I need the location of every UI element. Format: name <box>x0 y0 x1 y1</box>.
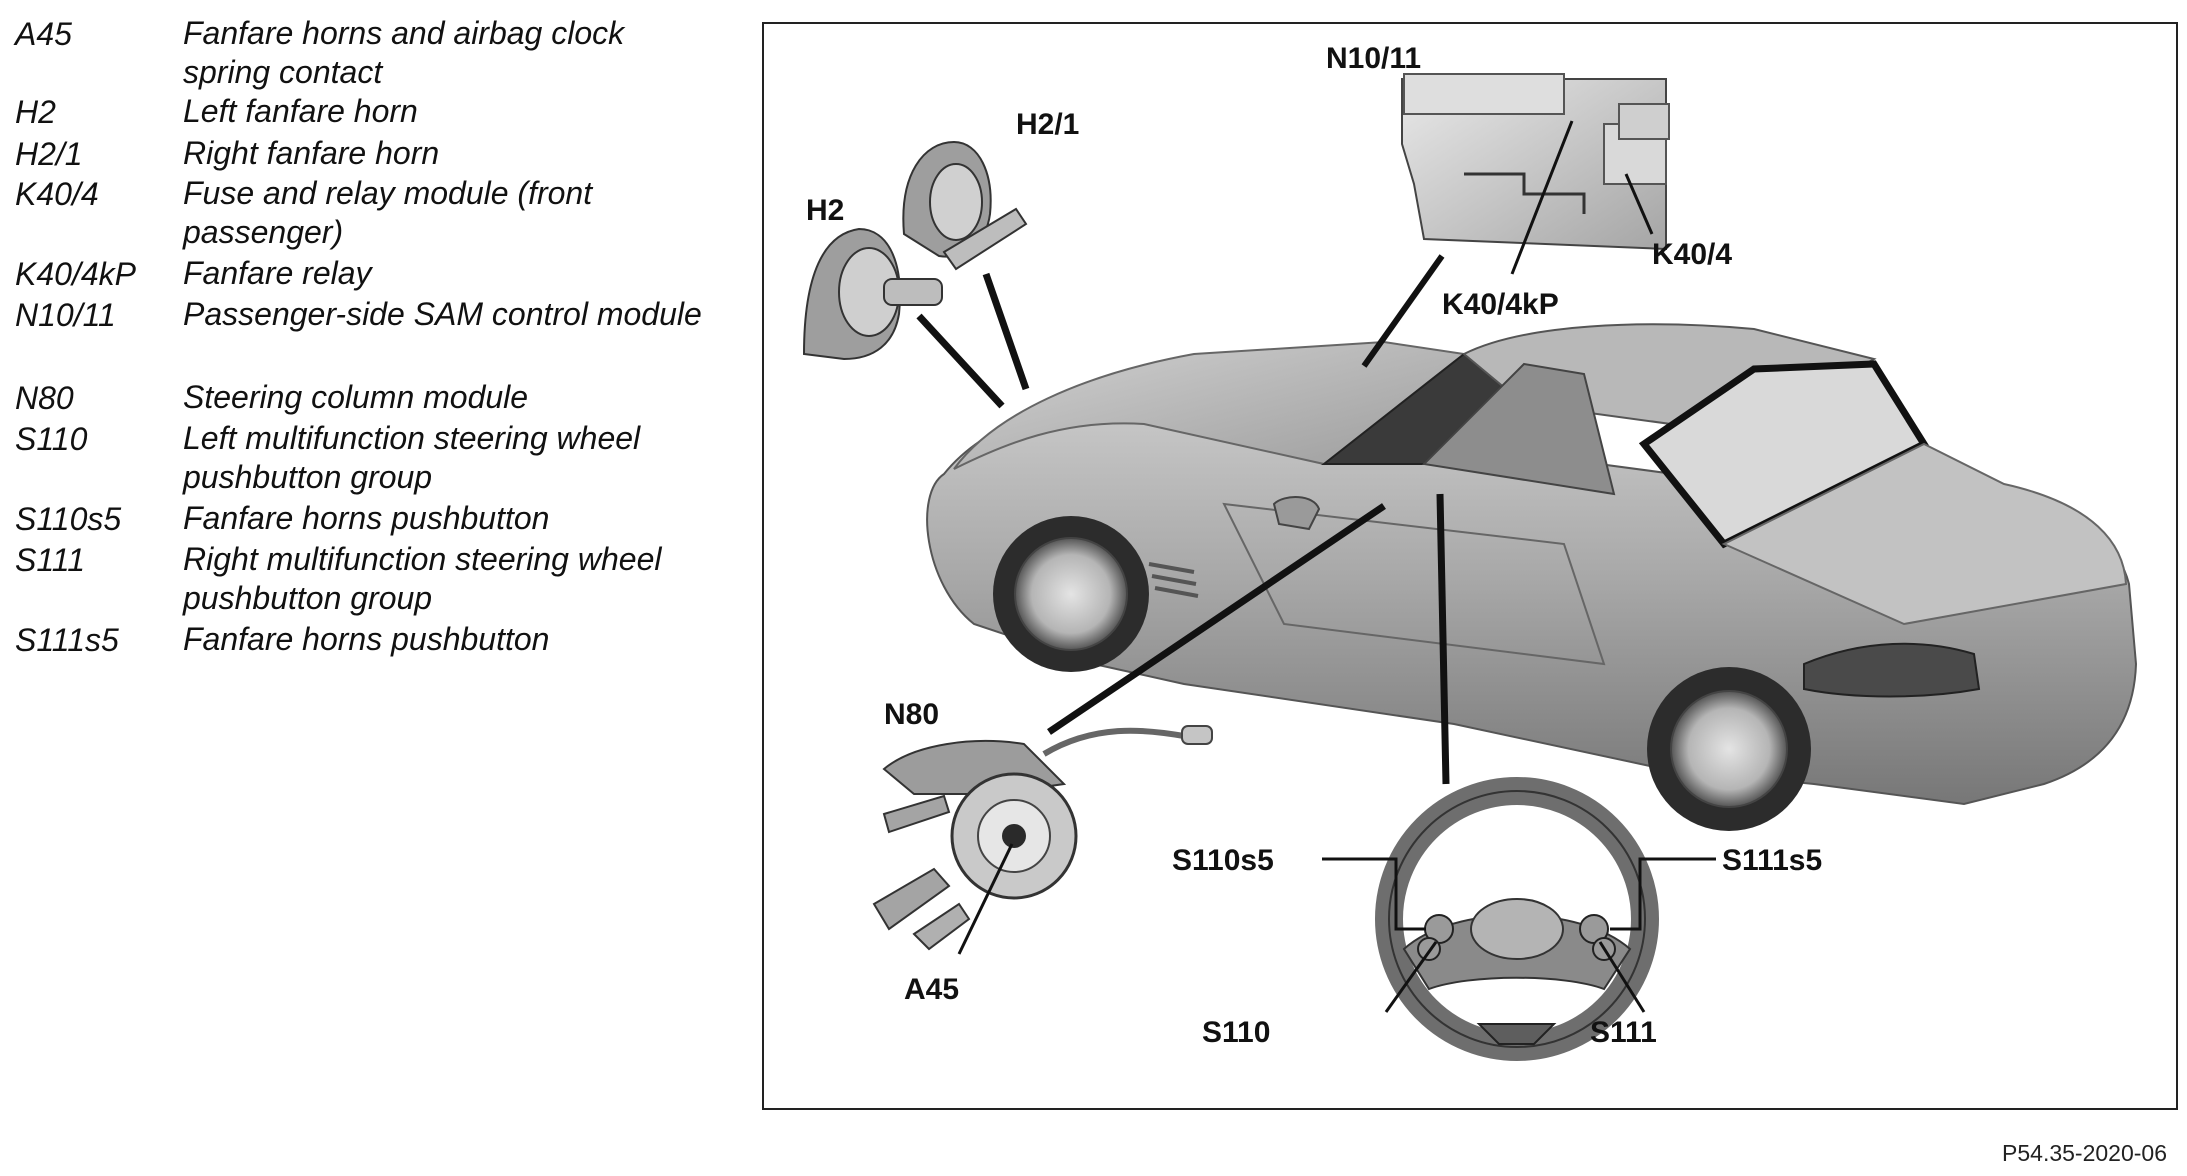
callout-a45: A45 <box>904 973 959 1006</box>
legend-desc: Steering column module <box>183 379 529 415</box>
callout-s110s5: S110s5 <box>1172 844 1274 877</box>
legend-desc: Right multifunction steering wheel pushb… <box>183 541 662 616</box>
car-side-vent <box>1148 562 1199 598</box>
legend-code: S111 <box>15 542 85 578</box>
callout-h2: H2 <box>806 194 844 227</box>
legend-code: H2/1 <box>15 136 83 172</box>
callout-h2-1: H2/1 <box>1016 108 1079 141</box>
legend-code: S110 <box>15 421 88 457</box>
figure-canvas: N10/11 H2/1 H2 K40/4 K40/4kP N80 A45 S11… <box>802 42 2138 1061</box>
legend-desc: Fanfare horns and airbag clock spring co… <box>183 15 625 90</box>
car-trunk <box>1721 442 2128 626</box>
callout-n80: N80 <box>884 698 939 731</box>
legend-desc: Left fanfare horn <box>183 93 418 129</box>
legend-code: S111s5 <box>15 622 119 658</box>
figure-reference-number: P54.35-2020-06 <box>2002 1140 2167 1166</box>
legend-row-s111s5: S111s5 Fanfare horns pushbutton <box>15 620 715 661</box>
legend-row-k40-4kp: K40/4kP Fanfare relay <box>15 254 715 295</box>
car-front-rim <box>1014 537 1128 651</box>
legend-code: S110s5 <box>15 501 122 537</box>
legend-row-k40-4: K40/4 Fuse and relay module (front passe… <box>15 174 715 254</box>
legend-desc: Fuse and relay module (front passenger) <box>183 175 593 250</box>
legend-code: K40/4kP <box>15 256 136 292</box>
legend-row-s111: S111 Right multifunction steering wheel … <box>15 540 715 620</box>
legend-row-n10-11: N10/11 Passenger-side SAM control module <box>15 295 715 378</box>
callout-s111: S111 <box>1590 1016 1657 1049</box>
passenger-sam-module-n10-11 <box>1401 73 1670 251</box>
callout-k40-4: K40/4 <box>1652 238 1732 271</box>
car-rear-rim <box>1670 690 1788 808</box>
legend-row-s110: S110 Left multifunction steering wheel p… <box>15 419 715 499</box>
component-legend: A45 Fanfare horns and airbag clock sprin… <box>15 14 715 661</box>
steering-column-module-n80 <box>872 725 1213 951</box>
legend-row-h2: H2 Left fanfare horn <box>15 92 715 134</box>
legend-desc: Fanfare relay <box>183 255 372 291</box>
callout-n10-11: N10/11 <box>1326 42 1421 75</box>
legend-desc: Left multifunction steering wheel pushbu… <box>183 420 641 495</box>
car-rear-window <box>1638 360 1930 549</box>
car-side-window <box>1421 362 1616 496</box>
legend-row-s110s5: S110s5 Fanfare horns pushbutton <box>15 499 715 540</box>
legend-code: H2 <box>15 94 56 130</box>
car-mirror <box>1272 496 1321 531</box>
right-fanfare-horn-h2-1 <box>902 140 1028 271</box>
legend-row-h2-1: H2/1 Right fanfare horn <box>15 134 715 174</box>
legend-desc: Fanfare horns pushbutton <box>183 621 550 657</box>
legend-code: N10/11 <box>15 297 116 333</box>
callout-k40-4kp: K40/4kP <box>1442 288 1559 321</box>
steering-wheel <box>1375 777 1659 1061</box>
component-location-figure: N10/11 H2/1 H2 K40/4 K40/4kP N80 A45 S11… <box>762 22 2178 1110</box>
legend-row-n80: N80 Steering column module <box>15 378 715 419</box>
car-illustration <box>926 323 2138 831</box>
legend-row-a45: A45 Fanfare horns and airbag clock sprin… <box>15 14 715 92</box>
callout-s110: S110 <box>1202 1016 1270 1049</box>
legend-desc: Passenger-side SAM control module <box>183 296 702 332</box>
legend-desc: Fanfare horns pushbutton <box>183 500 550 536</box>
legend-desc: Right fanfare horn <box>183 135 440 171</box>
callout-s111s5: S111s5 <box>1722 844 1822 877</box>
leader-lines <box>916 120 1716 1013</box>
left-fanfare-horn-h2 <box>802 227 943 361</box>
legend-code: K40/4 <box>15 176 99 212</box>
car-tail-light <box>1803 642 1981 698</box>
legend-code: N80 <box>15 380 74 416</box>
legend-code: A45 <box>15 16 72 52</box>
